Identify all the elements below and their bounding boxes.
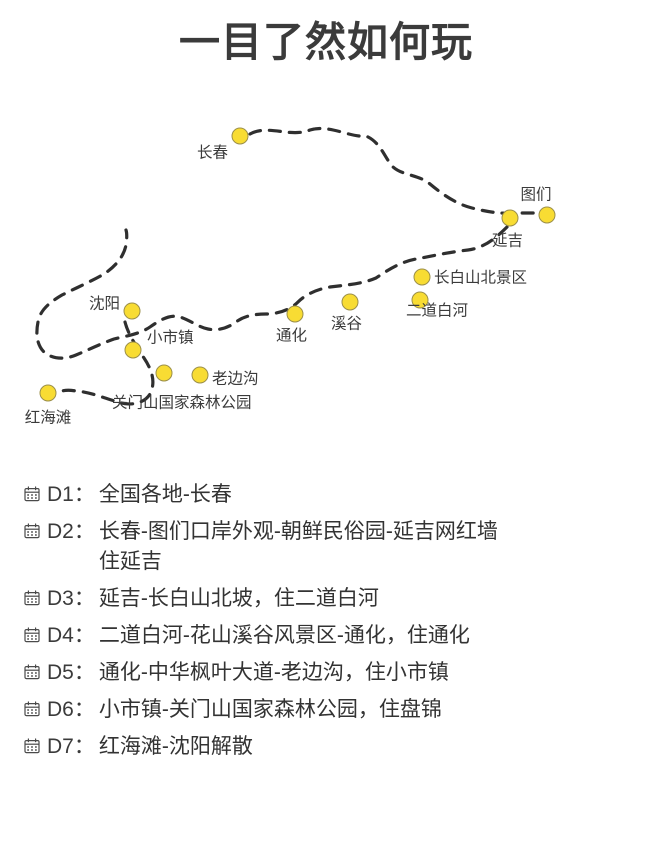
map-pin-changbaishan[interactable] [413,268,431,286]
day-description-line1: 小市镇-关门山国家森林公园，住盘锦 [98,698,442,721]
day-description: 二道白河-花山溪谷风景区-通化，住通化 [99,621,652,651]
day-code-label: D4： [47,624,95,647]
map-pin-honghaitan[interactable] [39,384,57,402]
day-description-line1: 长春-图们口岸外观-朝鲜民俗园-延吉网红墙 [98,520,498,543]
day-description: 通化-中华枫叶大道-老边沟，住小市镇 [99,658,652,688]
day-code-label: D6： [47,698,95,721]
itinerary-day-row: D7：红海滩-沈阳解散 [0,732,652,762]
itinerary-list: D1：全国各地-长春 D2：长春-图们口岸外观-朝鲜民俗园-延吉网红墙住延吉 D… [0,480,652,769]
route-segment-2 [35,225,509,360]
itinerary-day-row: D5：通化-中华枫叶大道-老边沟，住小市镇 [0,658,652,688]
calendar-icon [24,590,40,606]
map-pin-tonghua[interactable] [286,305,304,323]
route-map: 长春图们延吉长白山北景区二道白河溪谷通化 沈阳小市镇关门山国家森林公园 老边沟红海滩 [0,100,652,460]
calendar-icon [24,627,40,643]
day-description: 长春-图们口岸外观-朝鲜民俗园-延吉网红墙住延吉 [99,517,652,577]
map-pin-changchun[interactable] [231,127,249,145]
day-description-line2: 住延吉 [98,550,162,573]
page-title: 一目了然如何玩 [179,19,473,65]
map-label-xigu: 溪谷 [330,315,362,333]
day-code-label: D1： [47,483,95,506]
map-pin-shenyang[interactable] [123,302,141,320]
day-code-label: D7： [47,735,95,758]
day-code-label: D3： [47,587,95,610]
calendar-icon [24,486,40,502]
itinerary-day-row: D4：二道白河-花山溪谷风景区-通化，住通化 [0,621,652,651]
map-label-honghaitan: 红海滩 [24,409,72,427]
day-description-line1: 二道白河-花山溪谷风景区-通化，住通化 [98,624,470,647]
calendar-icon [24,701,40,717]
map-label-tonghua: 通化 [275,327,307,345]
day-description-line1: 通化-中华枫叶大道-老边沟，住小市镇 [98,661,449,684]
calendar-icon [24,664,40,680]
day-code-label: D2： [47,520,95,543]
map-label-shenyang: 沈阳 [88,295,120,313]
day-description: 全国各地-长春 [99,480,652,510]
day-code-label: D5： [47,661,95,684]
map-pin-xiaoshizhen[interactable] [124,341,142,359]
map-label-changbaishan: 长白山北景区 [434,269,528,287]
map-pin-yanji[interactable] [501,209,519,227]
day-description-line1: 红海滩-沈阳解散 [98,735,253,758]
map-pin-erdaobaihe[interactable] [411,291,429,309]
map-label-changchun: 长春 [196,144,228,162]
calendar-icon [24,523,40,539]
day-description: 延吉-长白山北坡，住二道白河 [99,584,652,614]
itinerary-day-row: D1：全国各地-长春 [0,480,652,510]
route-path-layer [35,127,540,406]
map-pin-xigu[interactable] [341,293,359,311]
map-label-laobiangou: 老边沟 [212,370,259,388]
map-label-guanmenshan: 关门山国家森林公园 [112,394,252,412]
route-segment-3 [60,320,155,406]
map-pin-tumen[interactable] [538,206,556,224]
itinerary-day-row: D3：延吉-长白山北坡，住二道白河 [0,584,652,614]
map-label-tumen: 图们 [520,186,552,204]
day-description-line1: 延吉-长白山北坡，住二道白河 [98,587,379,610]
itinerary-day-row: D6：小市镇-关门山国家森林公园，住盘锦 [0,695,652,725]
map-label-xiaoshizhen: 小市镇 [147,329,194,347]
route-segment-1 [248,127,540,215]
map-pin-laobiangou[interactable] [191,366,209,384]
map-pin-guanmenshan[interactable] [155,364,173,382]
calendar-icon [24,738,40,754]
map-label-erdaobaihe: 二道白河 [406,302,469,320]
day-description: 小市镇-关门山国家森林公园，住盘锦 [99,695,652,725]
day-description: 红海滩-沈阳解散 [99,732,652,762]
map-label-yanji: 延吉 [491,232,523,250]
day-description-line1: 全国各地-长春 [98,483,232,506]
itinerary-day-row: D2：长春-图们口岸外观-朝鲜民俗园-延吉网红墙住延吉 [0,517,652,577]
